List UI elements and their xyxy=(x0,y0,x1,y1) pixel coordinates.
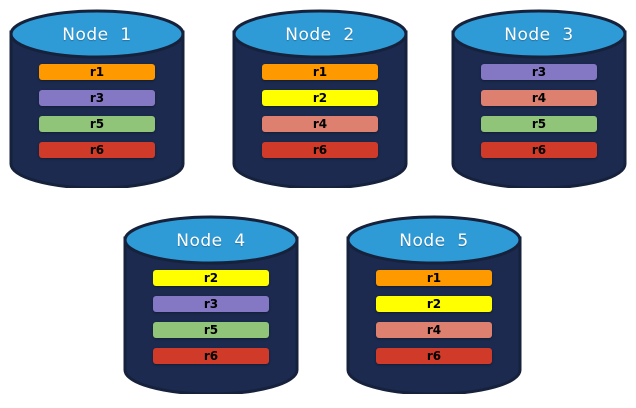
shard-bar[interactable]: r5 xyxy=(481,116,597,132)
shard-list: r3 r4 r5 r6 xyxy=(481,64,597,158)
shard-list: r1 r2 r4 r6 xyxy=(376,270,492,364)
shard-label: r6 xyxy=(426,349,442,363)
shard-label: r6 xyxy=(312,143,328,157)
shard-bar[interactable]: r4 xyxy=(376,322,492,338)
shard-bar[interactable]: r2 xyxy=(153,270,269,286)
cylinder-top-ellipse xyxy=(232,9,408,59)
shard-bar[interactable]: r1 xyxy=(262,64,378,80)
shard-bar[interactable]: r5 xyxy=(153,322,269,338)
shard-bar[interactable]: r6 xyxy=(262,142,378,158)
shard-label: r4 xyxy=(426,323,442,337)
shard-bar[interactable]: r3 xyxy=(153,296,269,312)
shard-label: r6 xyxy=(89,143,105,157)
shard-label: r2 xyxy=(426,297,442,311)
shard-bar[interactable]: r6 xyxy=(39,142,155,158)
shard-label: r6 xyxy=(203,349,219,363)
shard-bar[interactable]: r2 xyxy=(376,296,492,312)
shard-label: r3 xyxy=(203,297,219,311)
shard-bar[interactable]: r4 xyxy=(481,90,597,106)
shard-label: r5 xyxy=(531,117,547,131)
shard-label: r2 xyxy=(312,91,328,105)
shard-bar[interactable]: r4 xyxy=(262,116,378,132)
shard-bar[interactable]: r3 xyxy=(481,64,597,80)
shard-bar[interactable]: r3 xyxy=(39,90,155,106)
shard-label: r4 xyxy=(312,117,328,131)
shard-label: r1 xyxy=(312,65,328,79)
cylinder-top-ellipse xyxy=(451,9,627,59)
cylinder-top-ellipse xyxy=(346,215,522,265)
shard-label: r4 xyxy=(531,91,547,105)
shard-bar[interactable]: r1 xyxy=(39,64,155,80)
shard-label: r2 xyxy=(203,271,219,285)
shard-label: r5 xyxy=(203,323,219,337)
shard-label: r6 xyxy=(531,143,547,157)
shard-bar[interactable]: r6 xyxy=(376,348,492,364)
shard-bar[interactable]: r2 xyxy=(262,90,378,106)
shard-label: r1 xyxy=(426,271,442,285)
shard-list: r1 r2 r4 r6 xyxy=(262,64,378,158)
shard-list: r2 r3 r5 r6 xyxy=(153,270,269,364)
shard-bar[interactable]: r1 xyxy=(376,270,492,286)
cylinder-top-ellipse xyxy=(9,9,185,59)
shard-label: r5 xyxy=(89,117,105,131)
shard-bar[interactable]: r6 xyxy=(481,142,597,158)
shard-label: r1 xyxy=(89,65,105,79)
shard-label: r3 xyxy=(531,65,547,79)
shard-bar[interactable]: r6 xyxy=(153,348,269,364)
shard-label: r3 xyxy=(89,91,105,105)
shard-bar[interactable]: r5 xyxy=(39,116,155,132)
shard-list: r1 r3 r5 r6 xyxy=(39,64,155,158)
cylinder-top-ellipse xyxy=(123,215,299,265)
